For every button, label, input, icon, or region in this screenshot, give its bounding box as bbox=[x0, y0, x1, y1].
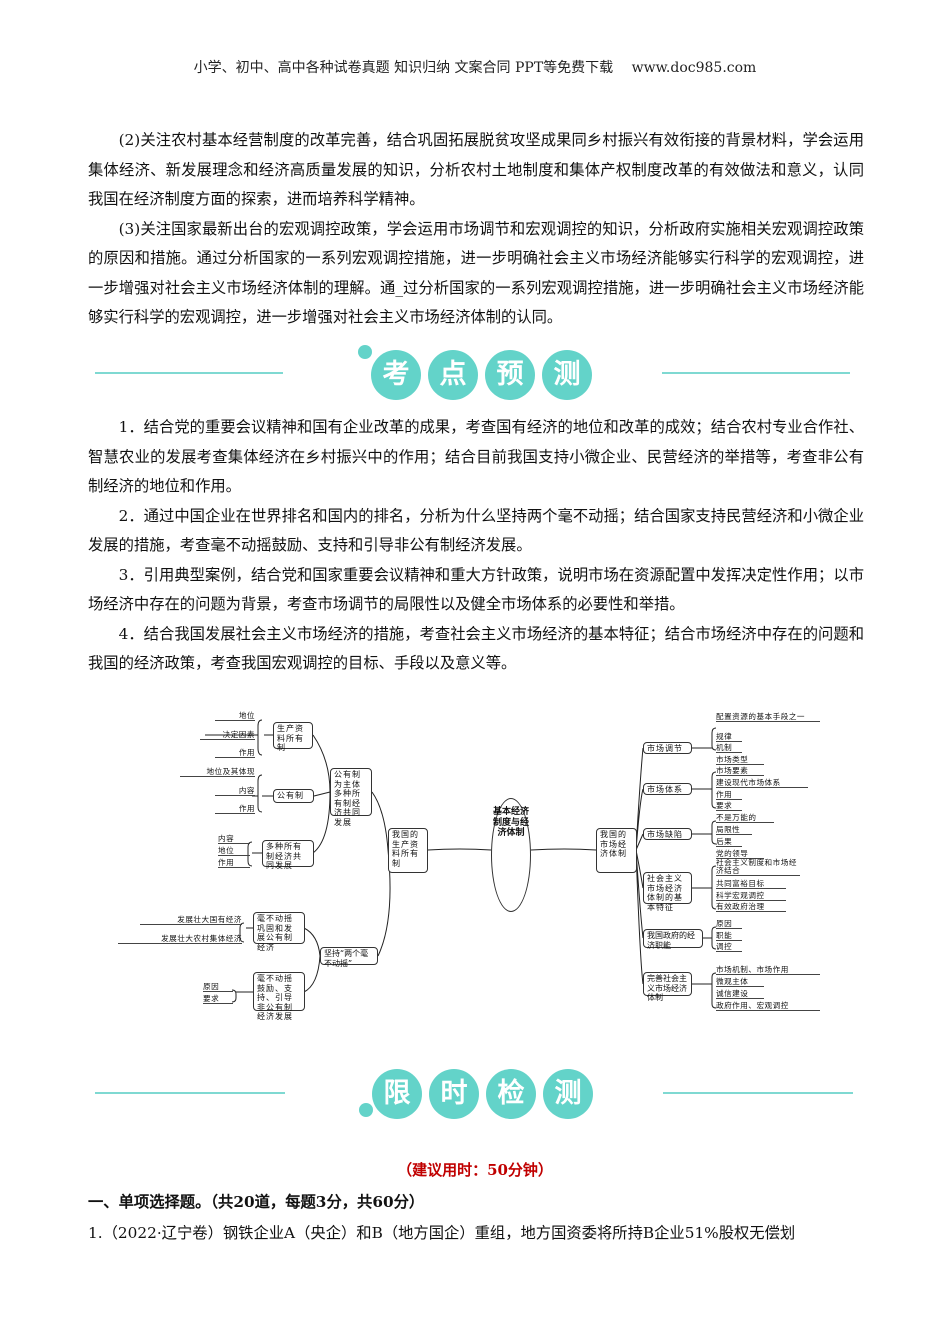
paragraph: 4．结合我国发展社会主义市场经济的措施，考查社会主义市场经济的基本特征；结合市场… bbox=[88, 624, 864, 673]
leaf: 社会主义制度和市场经济结合 bbox=[716, 859, 800, 876]
paragraph: 3．引用典型案例，结合党和国家重要会议精神和重大方针政策，说明市场在资源配置中发… bbox=[88, 565, 864, 614]
dot-decoration bbox=[358, 345, 372, 359]
question-1: 1.（2022·辽宁卷）钢铁企业A（央企）和B（地方国企）重组，地方国资委将所持… bbox=[88, 1224, 796, 1242]
leaf: 作用 bbox=[215, 748, 255, 758]
leaf: 作用 bbox=[215, 804, 255, 814]
leaf: 党的领导 bbox=[716, 849, 764, 859]
leaf: 要求 bbox=[716, 801, 742, 811]
leaf: 原因 bbox=[716, 919, 742, 929]
node-means-of-production: 生产资料所有制 bbox=[273, 722, 313, 752]
node-two-unwavering: 坚持“两个毫不动摇” bbox=[320, 947, 378, 968]
leaf: 政府作用、宏观调控 bbox=[716, 1001, 820, 1011]
divider bbox=[663, 1092, 853, 1094]
banner-char: 考 bbox=[371, 350, 421, 400]
banner-char: 点 bbox=[428, 350, 478, 400]
leaf: 规律 bbox=[716, 732, 742, 742]
node-ownership-root: 我国的生产资料所有制 bbox=[388, 828, 428, 873]
leaf: 内容 bbox=[218, 834, 250, 844]
node-encourage: 毫不动摇鼓励、支持、引导非公有制经济发展 bbox=[253, 972, 305, 1021]
paragraph: 2．通过中国企业在世界排名和国内的排名，分析为什么坚持两个毫不动摇；结合国家支持… bbox=[88, 506, 864, 555]
leaf: 后果 bbox=[716, 837, 742, 847]
leaf: 不是万能的 bbox=[716, 813, 774, 823]
leaf: 微观主体 bbox=[716, 977, 764, 987]
banner-char: 预 bbox=[485, 350, 535, 400]
node-consolidate: 毫不动摇巩固和发展公有制经济 bbox=[253, 912, 305, 952]
leaf: 科学宏观调控 bbox=[716, 891, 786, 901]
node-market-economy-root: 我国的市场经济体制 bbox=[596, 828, 637, 873]
section-title: 一、单项选择题。（共20道，每题3分，共60分） bbox=[88, 1193, 425, 1211]
paragraph: 1．结合党的重要会议精神和国有企业改革的成果，考查国有经济的地位和改革的成效；结… bbox=[88, 418, 864, 495]
forecast-text: 1．结合党的重要会议精神和国有企业改革的成果，考查国有经济的地位和改革的成效；结… bbox=[88, 413, 864, 679]
divider bbox=[95, 1092, 285, 1094]
leaf: 发展壮大农村集体经济 bbox=[118, 934, 242, 944]
leaf: 市场要素 bbox=[716, 766, 764, 776]
leaf: 决定因素 bbox=[200, 730, 255, 740]
node-public-ownership: 公有制 bbox=[273, 789, 314, 803]
node-ownership-structure: 公有制为主体多种所有制经济共同发展 bbox=[330, 768, 372, 827]
leaf: 有效政府治理 bbox=[716, 902, 786, 912]
node-market-defect: 市场缺陷 bbox=[643, 828, 692, 840]
dot-decoration bbox=[359, 1103, 373, 1117]
divider bbox=[95, 372, 283, 374]
leaf: 职能 bbox=[716, 931, 742, 941]
leaf: 市场类型 bbox=[716, 755, 764, 765]
intro-text: (2)关注农村基本经营制度的改革完善，结合巩固拓展脱贫攻坚成果同乡村振兴有效衔接… bbox=[88, 126, 864, 333]
leaf: 地位及其体现 bbox=[180, 767, 255, 777]
leaf: 发展壮大国有经济 bbox=[140, 915, 242, 925]
node-market-regulation: 市场调节 bbox=[643, 742, 692, 754]
leaf: 局限性 bbox=[716, 825, 752, 835]
leaf: 作用 bbox=[218, 858, 250, 868]
leaf: 诚信建设 bbox=[716, 989, 764, 999]
node-multi-ownership: 多种所有制经济共同发展 bbox=[262, 840, 314, 870]
node-basic-features: 社会主义市场经济体制的基本特征 bbox=[643, 872, 692, 912]
paragraph: (2)关注农村基本经营制度的改革完善，结合巩固拓展脱贫攻坚成果同乡村振兴有效衔接… bbox=[88, 131, 864, 208]
leaf: 内容 bbox=[215, 786, 255, 796]
leaf: 原因 bbox=[203, 982, 233, 992]
center-node: 基本经济制度与经济体制 bbox=[491, 798, 531, 912]
banner-char: 检 bbox=[486, 1069, 536, 1119]
leaf: 机制 bbox=[716, 743, 742, 753]
banner-char: 测 bbox=[543, 1069, 593, 1119]
banner-char: 限 bbox=[372, 1069, 422, 1119]
suggested-time: （建议用时：50分钟） bbox=[397, 1161, 553, 1179]
leaf: 市场机制、市场作用 bbox=[716, 965, 820, 975]
node-market-system: 市场体系 bbox=[643, 783, 692, 795]
leaf: 地位 bbox=[218, 846, 250, 856]
leaf: 作用 bbox=[716, 790, 742, 800]
leaf: 共同富裕目标 bbox=[716, 879, 786, 889]
leaf: 地位 bbox=[215, 711, 255, 721]
node-gov-functions: 我国政府的经济职能 bbox=[643, 929, 703, 950]
leaf: 配置资源的基本手段之一 bbox=[716, 713, 820, 722]
divider bbox=[662, 372, 850, 374]
banner-char: 测 bbox=[542, 350, 592, 400]
node-improve-system: 完善社会主义市场经济体制 bbox=[643, 972, 692, 1002]
page-header: 小学、初中、高中各种试卷真题 知识归纳 文案合同 PPT等免费下载 www.do… bbox=[193, 60, 757, 76]
paragraph: (3)关注国家最新出台的宏观调控政策，学会运用市场调节和宏观调控的知识，分析政府… bbox=[88, 219, 864, 327]
leaf: 调控 bbox=[716, 942, 742, 952]
leaf: 要求 bbox=[203, 994, 233, 1004]
banner-char: 时 bbox=[429, 1069, 479, 1119]
leaf: 建设现代市场体系 bbox=[716, 778, 808, 788]
